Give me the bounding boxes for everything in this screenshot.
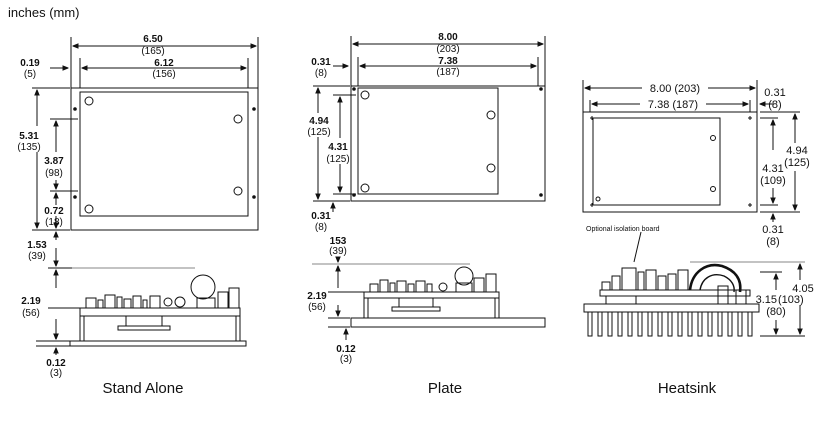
hs-side-total-mm: (103) bbox=[778, 294, 804, 306]
sa-edge-mm: (5) bbox=[24, 69, 36, 80]
hs-height-low-label: 0.31 bbox=[762, 224, 783, 236]
sa-width-inner-label: 6.12 bbox=[154, 58, 174, 69]
pl-edge-mm: (8) bbox=[315, 68, 327, 79]
pl-side-plate bbox=[350, 317, 546, 328]
pl-width-inner-mm: (187) bbox=[436, 67, 459, 78]
hs-heatsink-fins bbox=[587, 312, 753, 337]
pl-width-outer-mm: (203) bbox=[436, 44, 459, 55]
plate-caption: Plate bbox=[428, 380, 462, 397]
plate-labels: 8.00 (203) 7.38 (187) 0.31 (8) 4.94 (125… bbox=[307, 32, 462, 397]
pl-height-inner-label: 4.31 bbox=[328, 142, 348, 153]
sa-width-outer-mm: (165) bbox=[141, 46, 164, 57]
sa-edge-label: 0.19 bbox=[20, 58, 40, 69]
hs-isolation-note: Optional isolation board bbox=[586, 226, 660, 233]
hs-height-total-label: 4.94 bbox=[786, 145, 807, 157]
plate-view bbox=[312, 36, 546, 340]
pl-width-inner-label: 7.38 bbox=[438, 56, 458, 67]
pl-height-total-label: 4.94 bbox=[309, 116, 329, 127]
pl-gap-label: 153 bbox=[330, 236, 347, 247]
hs-height-low-mm: (8) bbox=[766, 236, 779, 248]
stand-alone-caption: Stand Alone bbox=[103, 380, 184, 397]
hs-plate-outer bbox=[582, 111, 758, 213]
hs-height-total-mm: (125) bbox=[784, 157, 810, 169]
pl-base-label: 0.12 bbox=[336, 344, 356, 355]
sa-gap-mm: (39) bbox=[28, 251, 46, 262]
sa-width-outer-label: 6.50 bbox=[143, 34, 163, 45]
sa-base-mm: (3) bbox=[50, 368, 62, 379]
sa-height-total-label: 5.31 bbox=[19, 131, 39, 142]
sa-width-inner-mm: (156) bbox=[152, 69, 175, 80]
hs-edge-mm: (8) bbox=[768, 99, 781, 111]
hs-board-inner bbox=[592, 117, 721, 206]
pl-height-total-mm: (125) bbox=[307, 127, 330, 138]
sa-gap-label: 1.53 bbox=[27, 240, 47, 251]
hs-height-inner-label: 4.31 bbox=[762, 163, 783, 175]
pl-width-outer-label: 8.00 bbox=[438, 32, 458, 43]
pl-height-low-label: 0.31 bbox=[311, 211, 331, 222]
sa-height-total-mm: (135) bbox=[17, 142, 40, 153]
sa-side-height-label: 2.19 bbox=[21, 296, 41, 307]
sa-height-inner-label: 3.87 bbox=[44, 156, 64, 167]
pl-side-height-mm: (56) bbox=[308, 302, 326, 313]
heatsink-view bbox=[582, 80, 805, 337]
sa-side-board bbox=[79, 307, 241, 317]
pl-edge-label: 0.31 bbox=[311, 57, 331, 68]
hs-edge-label: 0.31 bbox=[764, 87, 785, 99]
sa-base-label: 0.12 bbox=[46, 358, 66, 369]
pl-side-height-label: 2.19 bbox=[307, 291, 327, 302]
pl-height-inner-mm: (125) bbox=[326, 154, 349, 165]
sa-plate-outer bbox=[70, 87, 259, 231]
pl-plate-outer bbox=[350, 85, 546, 202]
hs-side-total-label: 4.05 bbox=[792, 283, 813, 295]
unit-label: inches (mm) bbox=[8, 5, 80, 20]
hs-heatsink-base bbox=[583, 303, 760, 313]
hs-height-inner-mm: (109) bbox=[760, 175, 786, 187]
heatsink-caption: Heatsink bbox=[658, 380, 717, 397]
sa-height-inner-mm: (98) bbox=[45, 168, 63, 179]
pl-gap-mm: (39) bbox=[329, 246, 347, 257]
pl-base-mm: (3) bbox=[340, 354, 352, 365]
hs-width-outer-label: 8.00 (203) bbox=[650, 83, 700, 95]
hs-side-height-mm: (80) bbox=[766, 306, 786, 318]
sa-height-low-mm: (18) bbox=[45, 217, 63, 228]
hs-width-inner-label: 7.38 (187) bbox=[648, 99, 698, 111]
stand-alone-labels: 6.50 (165) 6.12 (156) 0.19 (5) 5.31 (135… bbox=[17, 34, 183, 397]
sa-plate-inner bbox=[79, 91, 249, 217]
sa-height-low-label: 0.72 bbox=[44, 206, 64, 217]
stand-alone-view bbox=[32, 37, 259, 355]
hs-side-height-label: 3.15 bbox=[756, 294, 777, 306]
heatsink-labels: 8.00 (203) 7.38 (187) 0.31 (8) 4.94 (125… bbox=[586, 83, 814, 397]
pl-height-low-mm: (8) bbox=[315, 222, 327, 233]
sa-side-height-mm: (56) bbox=[22, 308, 40, 319]
sa-side-base bbox=[69, 340, 247, 347]
pl-side-board bbox=[363, 291, 500, 299]
pl-board-inner bbox=[357, 87, 499, 195]
